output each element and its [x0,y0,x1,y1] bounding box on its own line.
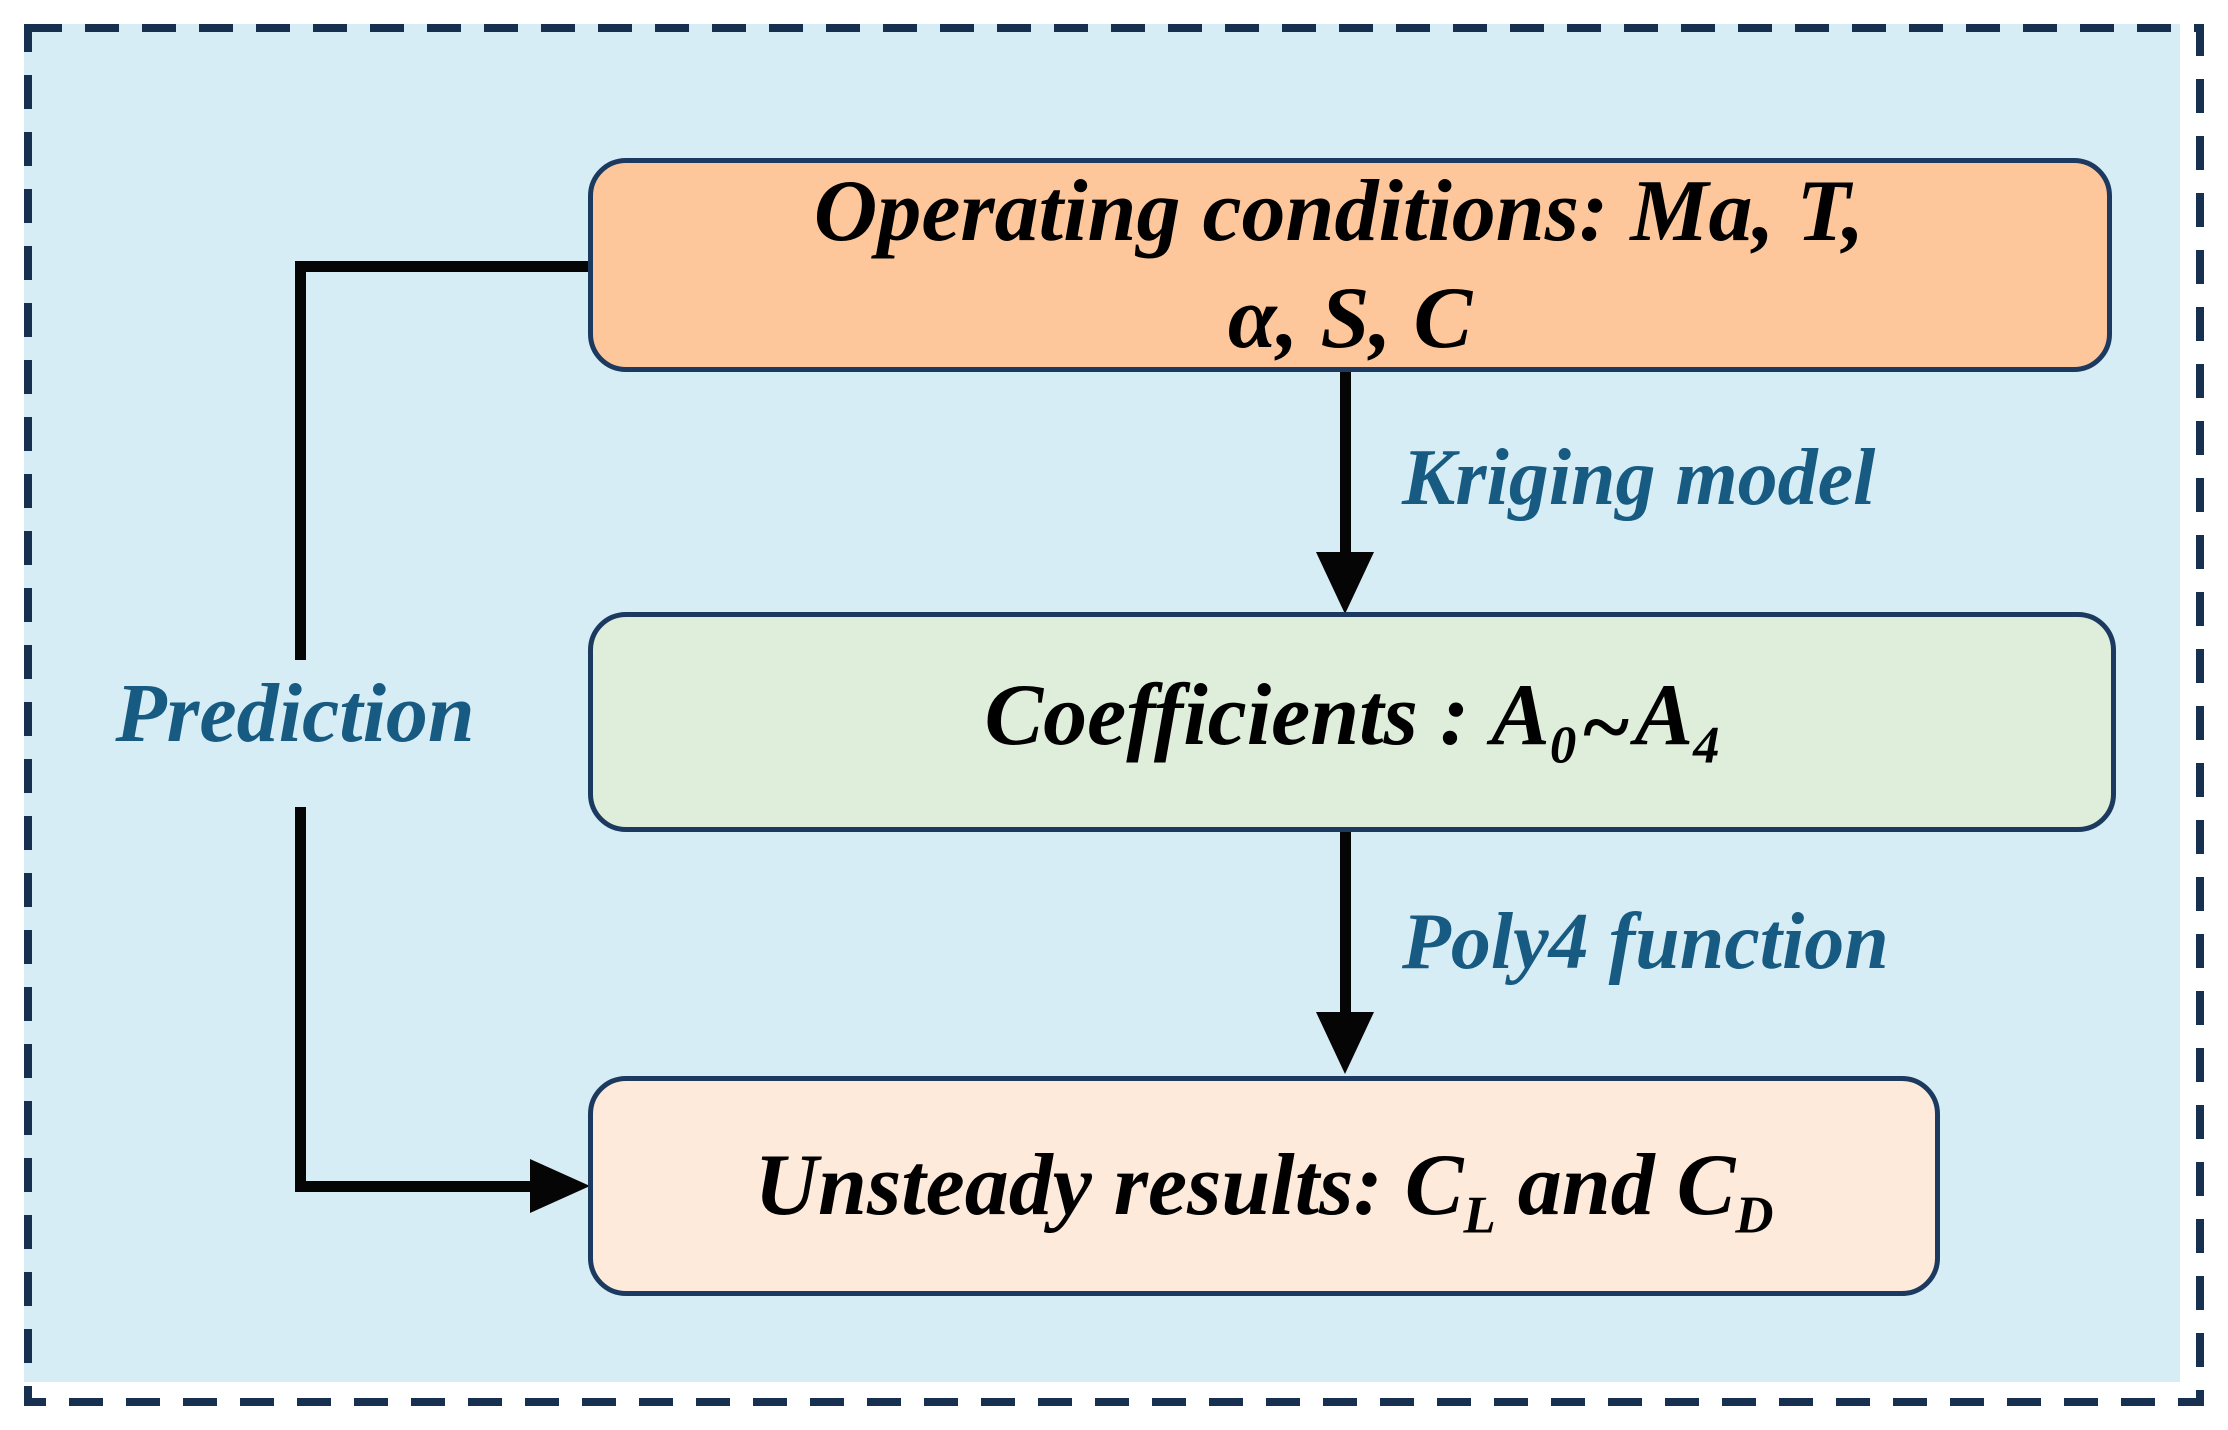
down-arrowhead-icon [1316,552,1374,614]
prediction-label: Prediction [115,667,475,760]
prediction-connector-bottom-segment [295,1181,532,1192]
poly4-function-label: Poly4 function [1402,898,1889,986]
right-arrowhead-icon [530,1159,590,1213]
kriging-arrow-shaft [1340,372,1351,552]
coefficients-box: Coefficients : A0~A4 [588,612,2116,832]
operating-conditions-line1: Operating conditions: Ma, T, [813,162,1887,260]
prediction-connector-vertical-lower-segment [295,807,306,1192]
kriging-model-label: Kriging model [1402,434,1876,522]
prediction-connector-vertical-upper-segment [295,261,306,660]
unsteady-results-text: Unsteady results: CL and CD [754,1137,1774,1245]
down-arrowhead-icon [1316,1012,1374,1074]
operating-conditions-line2: α, S, C [1227,270,1473,367]
coefficients-text: Coefficients : A0~A4 [984,667,1720,777]
poly4-arrow-shaft [1340,832,1351,1012]
operating-conditions-box: Operating conditions: Ma, T, α, S, C [588,158,2112,372]
prediction-connector-top-segment [295,261,592,272]
unsteady-results-box: Unsteady results: CL and CD [588,1076,1940,1296]
range-separator: ~ [1580,679,1631,777]
